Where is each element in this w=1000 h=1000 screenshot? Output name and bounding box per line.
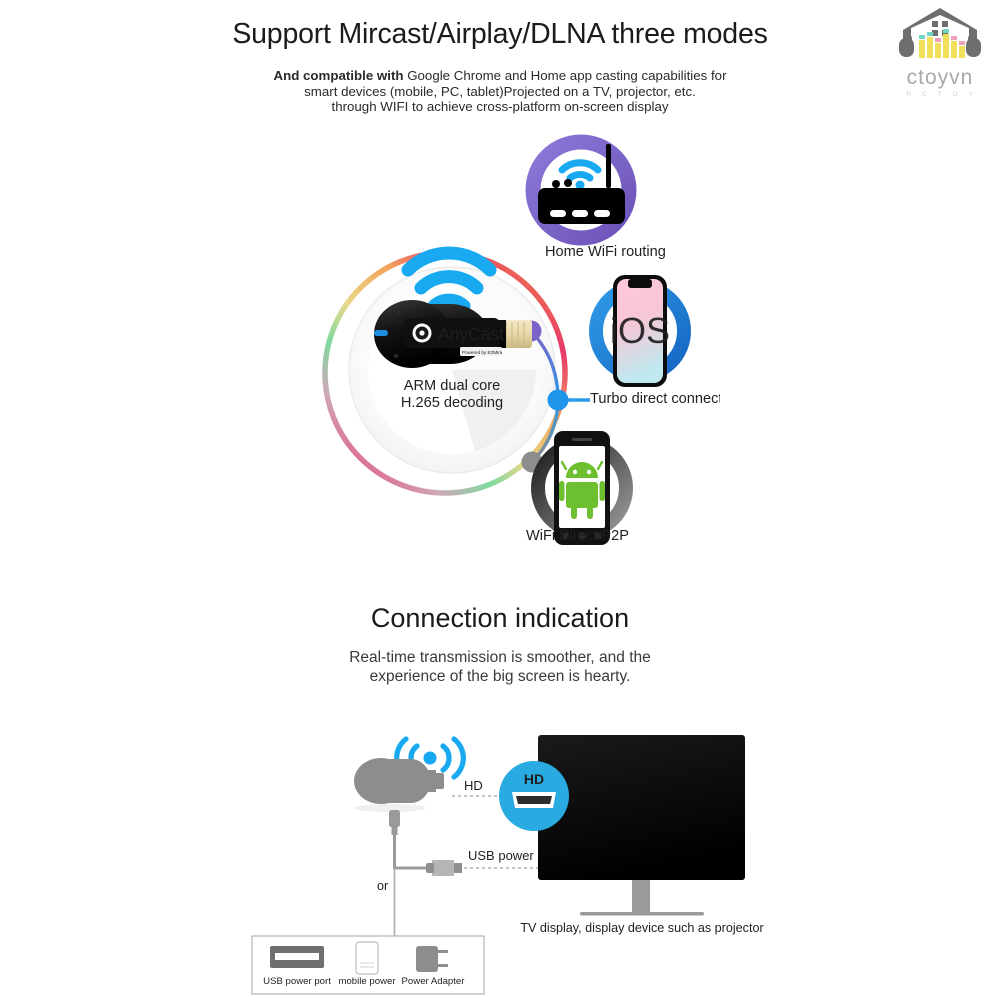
subtitle-bold-part: And compatible with <box>273 68 404 83</box>
anycast-dongle: AnyCast Powered by EZMira <box>374 300 532 368</box>
house-headphones-equalizer-logo <box>899 8 981 58</box>
node-label-wifi-direct-p2p: WiFi Direct/P2P <box>526 528 629 544</box>
page-title: Support Mircast/Airplay/DLNA three modes <box>232 18 768 50</box>
tv-caption: TV display, display device such as proje… <box>520 921 763 935</box>
anycast-dongle-icon <box>354 758 444 812</box>
node-dot-ios <box>547 389 569 411</box>
power-option-usb-power-port[interactable]: USB power port <box>263 946 331 987</box>
ios-screen-text: iOS <box>610 310 670 351</box>
usb-power-cable <box>389 810 462 876</box>
connection-subtitle-line1: Real-time transmission is smoother, and … <box>349 649 651 666</box>
brand-logo: ctoyvn R C T O Y <box>888 4 992 108</box>
hd-badge[interactable]: HD <box>499 761 569 831</box>
subtitle-rest-part: Google Chrome and Home app casting capab… <box>403 68 727 83</box>
node-label-home-wifi-routing: Home WiFi routing <box>545 244 666 260</box>
subtitle-line-2: smart devices (mobile, PC, tablet)Projec… <box>304 83 696 99</box>
page-subtitle: And compatible with Google Chrome and Ho… <box>220 68 780 115</box>
node-wifi-direct-p2p[interactable]: WiFi Direct/P2P <box>526 431 633 545</box>
hd-faint-label: HD <box>464 778 483 793</box>
android-phone-icon <box>554 431 610 545</box>
power-option-label-2: Power Adapter <box>402 976 466 987</box>
power-option-label-0: USB power port <box>263 976 331 987</box>
power-option-label-1: mobile power <box>338 976 396 987</box>
node-home-wifi-routing[interactable]: Home WiFi routing <box>525 134 666 260</box>
modes-diagram: AnyCast Powered by EZMira ARM dual core … <box>300 128 720 553</box>
device-caption-line2: H.265 decoding <box>401 395 503 411</box>
brand-name: ctoyvn <box>906 66 974 89</box>
subtitle-line-1: And compatible with Google Chrome and Ho… <box>273 68 726 83</box>
usb-power-port-label: USB power port <box>468 848 560 863</box>
or-label: or <box>377 879 388 893</box>
wifi-router-icon <box>538 144 625 224</box>
ios-phone-icon: iOS <box>610 275 670 387</box>
section-subtitle-connection: Real-time transmission is smoother, and … <box>240 648 760 686</box>
node-label-turbo-direct-connection: Turbo direct connection <box>590 391 720 407</box>
connection-subtitle-line2: experience of the big screen is hearty. <box>369 668 631 685</box>
device-caption-line1: ARM dual core <box>404 378 501 394</box>
subtitle-line-3: through WIFI to achieve cross-platform o… <box>331 99 669 114</box>
power-option-power-adapter[interactable]: Power Adapter <box>402 946 466 987</box>
node-turbo-direct-connection[interactable]: iOS Turbo direct connection <box>589 275 720 407</box>
hdmi-port-icon <box>512 792 556 808</box>
power-option-mobile-power[interactable]: mobile power <box>338 941 396 987</box>
or-branch: or <box>377 868 396 936</box>
tv-monitor-icon <box>538 735 745 916</box>
connection-diagram: HD USB power port or USB power port <box>240 718 770 1000</box>
section-title-connection: Connection indication <box>370 603 630 633</box>
dongle-brand-text: AnyCast <box>438 324 504 344</box>
hd-badge-text: HD <box>524 771 544 787</box>
brand-subtitle: R C T O Y <box>906 91 978 98</box>
power-options-box: USB power port mobile power Power Adapte… <box>251 935 485 995</box>
dongle-badge-text: Powered by EZMira <box>462 350 503 355</box>
